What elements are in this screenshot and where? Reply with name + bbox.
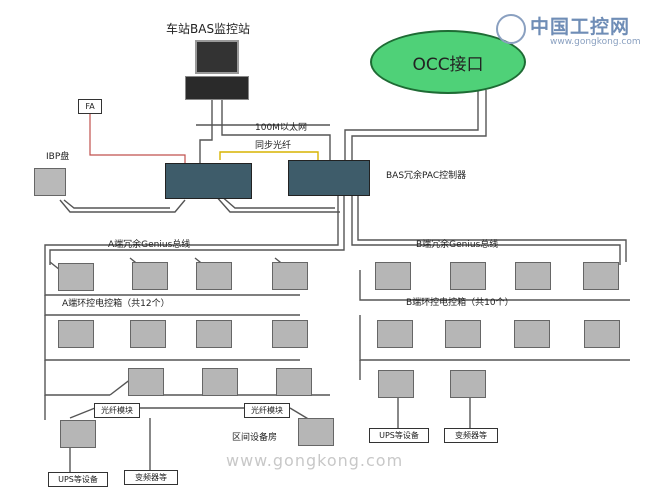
cabinet-a-1	[58, 263, 94, 291]
ethernet-label: 100M以太网	[255, 123, 307, 133]
cabinet-a-4	[272, 262, 308, 290]
b-cabinets-label: B端环控电控箱（共10个）	[406, 298, 514, 308]
a-row3-bus	[44, 360, 110, 396]
pac-bus-2	[219, 194, 335, 209]
cabinet-a-11	[276, 368, 312, 396]
cabinet-a-2	[132, 262, 168, 290]
cabinet-a-5	[58, 320, 94, 348]
occ-link-2	[351, 90, 487, 160]
logo-mark-icon	[496, 14, 526, 44]
cabinet-a-7	[196, 320, 232, 348]
pac-controller-2	[288, 160, 370, 196]
ibp-panel-icon	[34, 168, 66, 196]
cabinet-b-1	[375, 262, 411, 290]
cabinet-b-2	[450, 262, 486, 290]
cabinet-a-9	[128, 368, 164, 396]
b-bus-1	[351, 195, 621, 265]
monitoring-station	[183, 38, 253, 104]
fiber-module-1: 光纤模块	[94, 403, 140, 418]
cabinet-b-3	[515, 262, 551, 290]
gongkong-logo: 中国工控网 www.gongkong.com	[492, 10, 642, 50]
cabinet-b-5	[377, 320, 413, 348]
cabinet-a-6	[130, 320, 166, 348]
logo-sub-text: www.gongkong.com	[550, 37, 641, 47]
fa-box: FA	[78, 99, 102, 114]
pac-bus-1	[214, 194, 340, 213]
occ-interface: OCC接口	[370, 30, 526, 94]
b-bus-2	[357, 195, 627, 262]
cabinet-b-4	[583, 262, 619, 290]
b-row1-bus	[359, 270, 630, 301]
computer-base-icon	[185, 76, 249, 100]
cabinet-b-8	[584, 320, 620, 348]
station-link-1	[199, 100, 213, 165]
b-bus-label: B端冗余Genius总线	[416, 240, 499, 250]
fiber-sync-label: 同步光纤	[255, 141, 292, 151]
occ-link-1	[344, 90, 479, 160]
watermark: www.gongkong.com	[226, 451, 404, 470]
occ-label: OCC接口	[412, 54, 484, 75]
ups-box-a: UPS等设备	[48, 472, 108, 487]
cabinet-a-8	[272, 320, 308, 348]
logo-main-text: 中国工控网	[530, 16, 631, 38]
a-cabinets-label: A端环控电控箱（共12个）	[62, 299, 170, 309]
section-room-label: 区间设备房	[232, 433, 278, 443]
ups-box-b: UPS等设备	[369, 428, 429, 443]
fa-line	[89, 113, 186, 168]
a-bus-2	[49, 195, 345, 265]
station-label: 车站BAS监控站	[166, 22, 251, 36]
cabinet-b-7	[514, 320, 550, 348]
a-bus-label: A端冗余Genius总线	[108, 240, 191, 250]
fiber-sync-line	[219, 151, 319, 160]
fiber-module-2: 光纤模块	[244, 403, 290, 418]
station-link-2	[221, 100, 331, 165]
a-bus-1	[44, 195, 339, 265]
cabinet-section-room	[298, 418, 334, 446]
cabinet-a-3	[196, 262, 232, 290]
cabinet-a-10	[202, 368, 238, 396]
ibp-line-2	[63, 199, 170, 209]
ibp-label: IBP盘	[46, 152, 70, 162]
cabinet-b-10	[450, 370, 486, 398]
pac-label: BAS冗余PAC控制器	[386, 171, 467, 181]
vfd-box-b: 变频器等	[444, 428, 498, 443]
cabinet-a-12	[60, 420, 96, 448]
vfd-box-a: 变频器等	[124, 470, 178, 485]
pac-controller-1	[165, 163, 252, 199]
cabinet-b-6	[445, 320, 481, 348]
monitor-icon	[195, 40, 239, 74]
cabinet-b-9	[378, 370, 414, 398]
ibp-line-1	[59, 199, 186, 213]
